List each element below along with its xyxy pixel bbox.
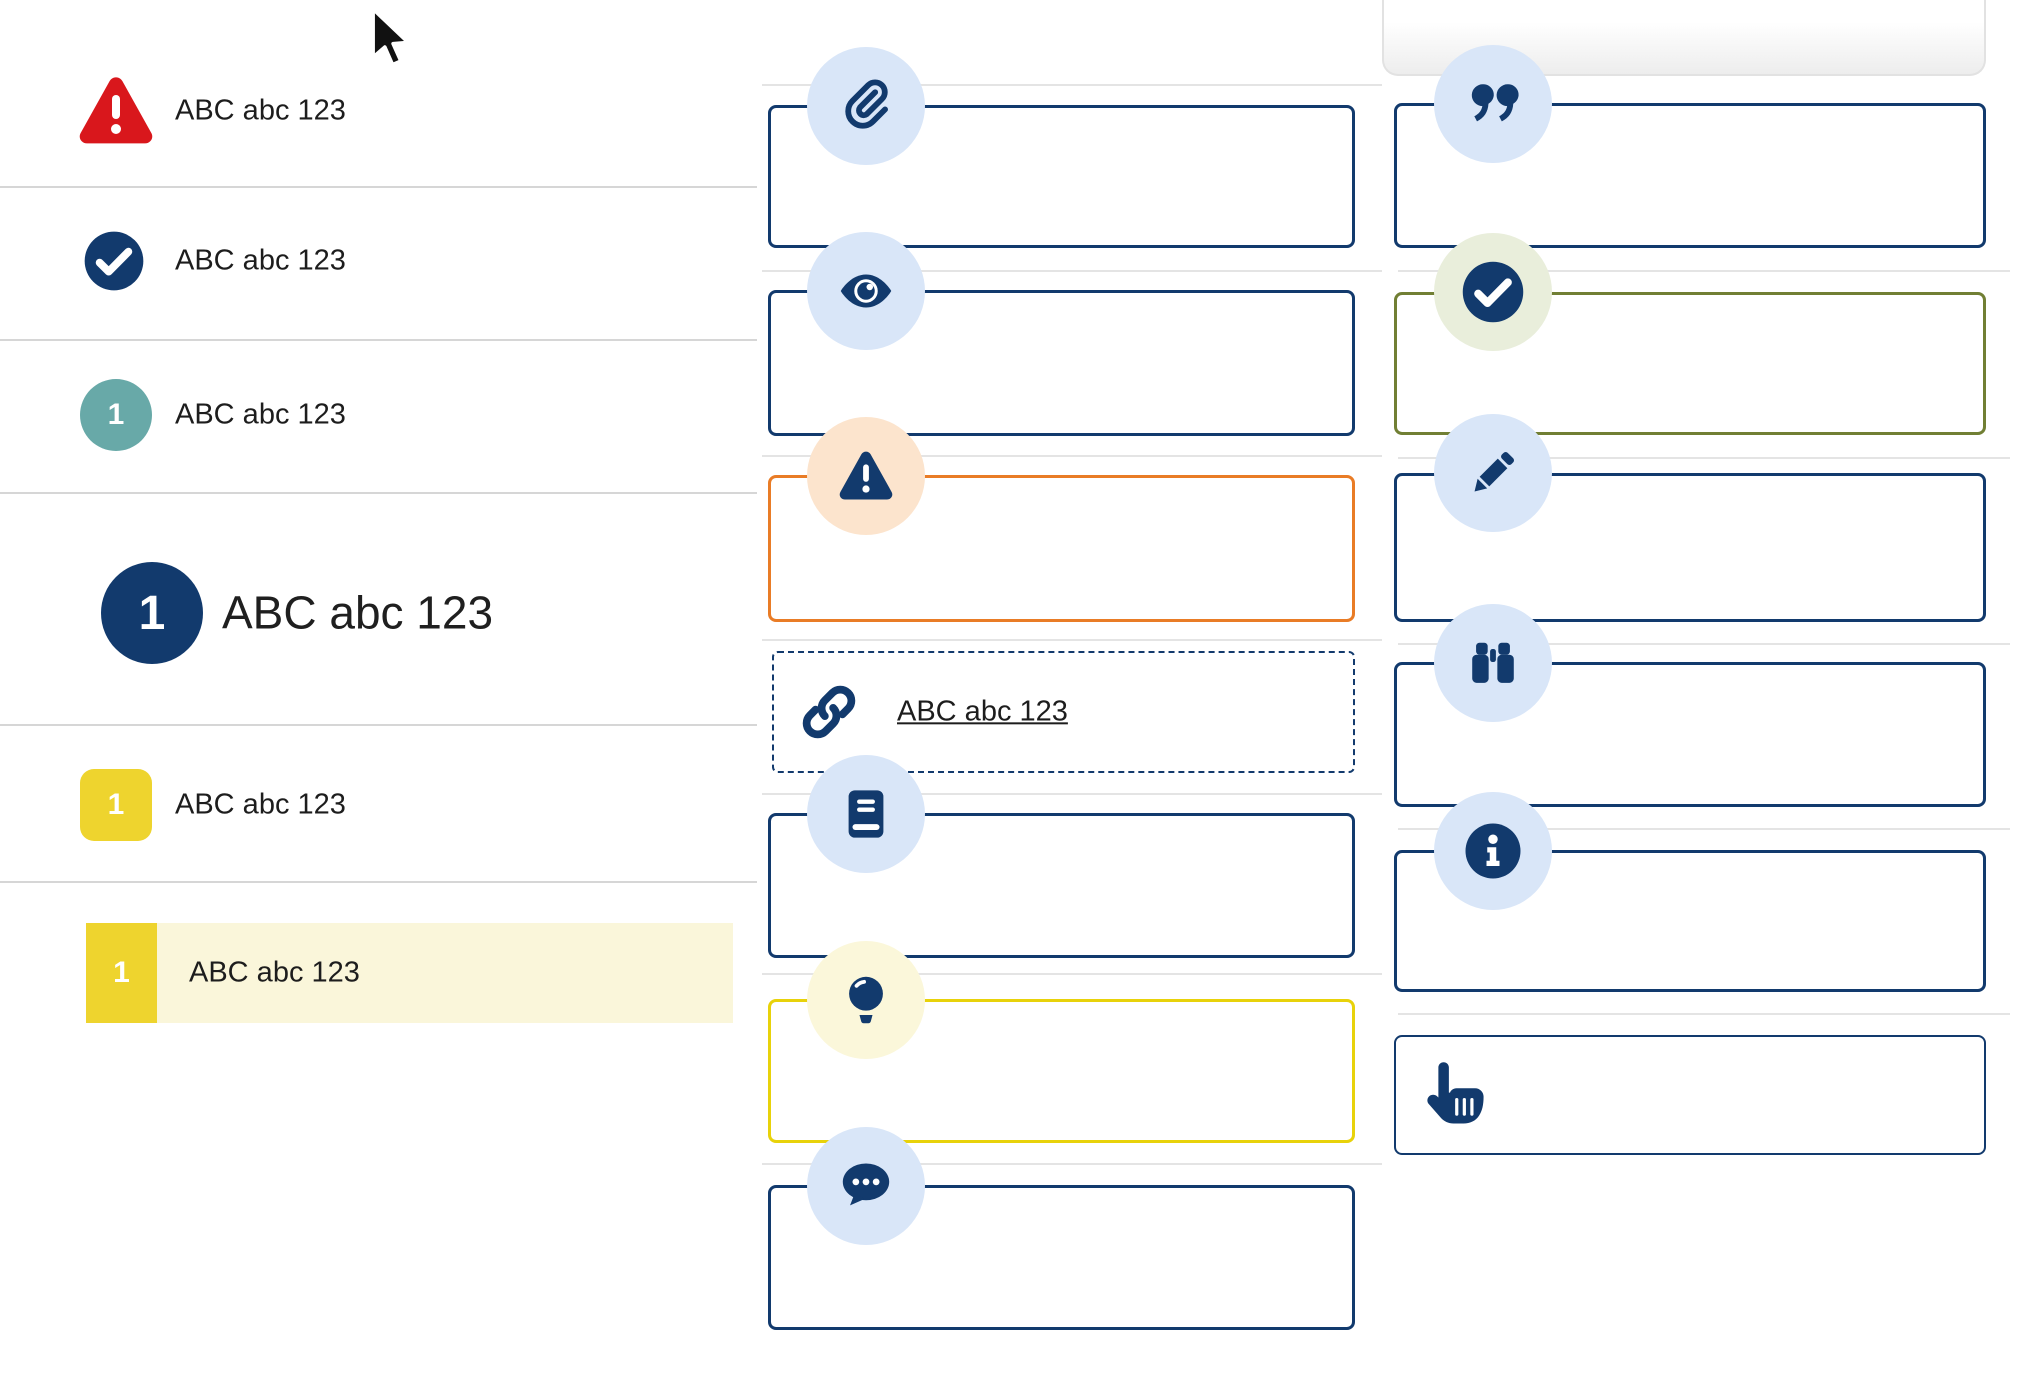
warning-triangle-icon: [79, 77, 153, 144]
divider: [1398, 1013, 2010, 1015]
chat-dots-icon: [807, 1127, 925, 1245]
list-item-label: ABC abc 123: [175, 94, 346, 127]
list-item-step-yellow-selected[interactable]: 1 ABC abc 123: [86, 923, 733, 1023]
callout-quote: [1394, 103, 1986, 248]
divider: [1398, 828, 2010, 830]
divider: [762, 973, 1382, 975]
callout-link-label[interactable]: ABC abc 123: [897, 695, 1068, 728]
teal-number-badge: 1: [80, 379, 152, 451]
divider: [1398, 643, 2010, 645]
divider: [0, 339, 757, 341]
info-circle-icon: [1434, 792, 1552, 910]
warning-triangle-icon: [807, 417, 925, 535]
yellow-number-badge: 1: [80, 769, 152, 841]
binoculars-icon: [1434, 604, 1552, 722]
list-item-label: ABC abc 123: [189, 956, 360, 989]
pencil-icon: [1434, 414, 1552, 532]
divider: [762, 639, 1382, 641]
mouse-pointer-icon: [371, 7, 411, 67]
list-item-label-large: ABC abc 123: [222, 586, 494, 639]
divider: [1398, 457, 2010, 459]
callout-link[interactable]: [772, 651, 1355, 773]
divider: [0, 492, 757, 494]
yellow-number-badge: 1: [86, 923, 157, 1023]
divider: [762, 793, 1382, 795]
book-icon: [807, 755, 925, 873]
check-circle-icon: [1434, 233, 1552, 351]
divider: [0, 186, 757, 188]
divider: [0, 881, 757, 883]
link-icon: [802, 685, 856, 739]
quote-right-icon: [1434, 45, 1552, 163]
divider: [762, 455, 1382, 457]
divider: [762, 84, 1382, 86]
lightbulb-icon: [807, 941, 925, 1059]
check-circle-icon: [84, 231, 144, 291]
list-item-label: ABC abc 123: [175, 244, 346, 277]
list-item-label: ABC abc 123: [175, 788, 346, 821]
eye-icon: [807, 232, 925, 350]
divider: [762, 1163, 1382, 1165]
paperclip-icon: [807, 47, 925, 165]
list-item-label: ABC abc 123: [175, 398, 346, 431]
divider: [0, 724, 757, 726]
hand-point-up-icon: [1427, 1062, 1484, 1124]
callout-action[interactable]: [1394, 1035, 1986, 1155]
divider: [762, 270, 1382, 272]
navy-number-badge-large: 1: [101, 562, 203, 664]
divider: [1398, 270, 2010, 272]
